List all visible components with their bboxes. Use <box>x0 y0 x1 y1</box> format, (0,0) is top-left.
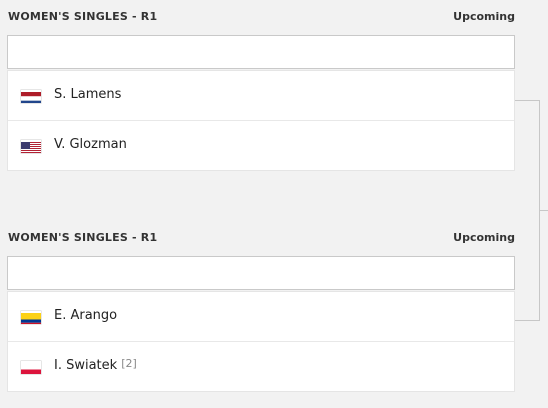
bracket-connector-bottom <box>515 320 540 321</box>
usa-flag-icon <box>21 140 41 153</box>
bracket-connector-out <box>539 210 548 211</box>
score-box <box>7 256 515 290</box>
poland-flag-icon <box>21 361 41 374</box>
player-row[interactable]: S. Lamens <box>8 71 514 121</box>
player-name: I. Swiatek[2] <box>54 357 137 373</box>
player-name: E. Arango <box>54 308 118 323</box>
seed-badge: [2] <box>121 357 137 370</box>
colombia-flag-icon <box>21 311 41 324</box>
player-name: V. Glozman <box>54 137 127 152</box>
player-row[interactable]: V. Glozman <box>8 121 514 170</box>
player-name: S. Lamens <box>54 87 122 102</box>
round-label: WOMEN'S SINGLES - R1 <box>8 10 158 23</box>
match-header: WOMEN'S SINGLES - R1 Upcoming <box>7 0 515 23</box>
netherlands-flag-icon <box>21 90 41 103</box>
round-label: WOMEN'S SINGLES - R1 <box>8 231 158 244</box>
players-card: E. Arango I. Swiatek[2] <box>7 291 515 392</box>
match-status: Upcoming <box>453 10 515 23</box>
players-card: S. Lamens V. Glozman <box>7 70 515 171</box>
match-card: WOMEN'S SINGLES - R1 Upcoming E. Arango … <box>7 221 515 392</box>
match-header: WOMEN'S SINGLES - R1 Upcoming <box>7 221 515 244</box>
match-card: WOMEN'S SINGLES - R1 Upcoming S. Lamens <box>7 0 515 171</box>
bracket-connector-top <box>515 100 540 101</box>
score-box <box>7 35 515 69</box>
match-status: Upcoming <box>453 231 515 244</box>
player-row[interactable]: E. Arango <box>8 292 514 342</box>
player-row[interactable]: I. Swiatek[2] <box>8 342 514 391</box>
